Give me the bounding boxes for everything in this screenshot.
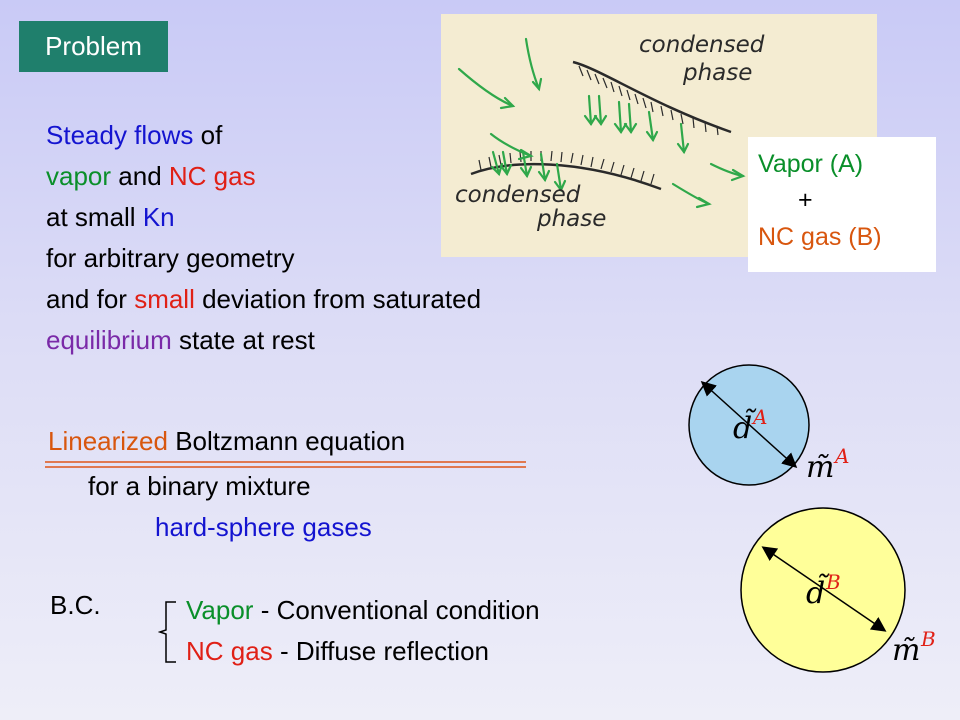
and-text: and <box>118 161 162 191</box>
description-line-2: vapor and NC gas <box>46 156 481 197</box>
bc-label: B.C. <box>50 590 101 620</box>
diameter-a-sup: A <box>751 405 767 429</box>
mass-b-symbol: m̃ <box>892 633 920 668</box>
state-at-rest-text: state at rest <box>178 325 315 355</box>
linearized-text: Linearized <box>48 426 168 456</box>
bc-conventional-text: - Conventional condition <box>260 595 540 625</box>
mass-a-symbol: m̃ <box>806 450 834 485</box>
knudsen-text: Kn <box>142 202 175 232</box>
description-line-1: Steady flows of <box>46 115 481 156</box>
legend-vapor: Vapor (A) <box>758 150 864 178</box>
and-for-text: and for <box>46 284 127 314</box>
equation-description: Linearized Boltzmann equation for a bina… <box>48 421 405 548</box>
at-small-text: at small <box>46 202 136 232</box>
of-text: of <box>200 120 223 150</box>
description-line-5: and for small deviation from saturated <box>46 279 481 320</box>
diameter-b-sup: B <box>825 570 841 594</box>
bc-vapor-text: Vapor <box>186 595 254 625</box>
legend-plus: + <box>798 186 813 215</box>
description-line-3: at small Kn <box>46 197 481 238</box>
bc-vapor-line: Vapor - Conventional condition <box>186 590 540 631</box>
bc-nc-line: NC gas - Diffuse reflection <box>186 631 540 672</box>
mass-b-sup: B <box>920 627 936 651</box>
equation-line-3: hard-sphere gases <box>155 512 372 542</box>
equation-line-2: for a binary mixture <box>88 471 311 501</box>
equation-underline <box>45 461 526 468</box>
nc-gas-text: NC gas <box>168 161 256 191</box>
mixture-legend: Vapor (A) + NC gas (B) <box>748 137 936 272</box>
description-line-4: for arbitrary geometry <box>46 243 295 273</box>
problem-badge: Problem <box>19 21 168 72</box>
top-condensed-phase-surface <box>572 60 732 134</box>
sketch-label-bottom-1: condensed <box>455 182 581 208</box>
bc-nc-gas-text: NC gas <box>186 636 273 666</box>
vapor-text: vapor <box>46 161 112 191</box>
small-text: small <box>134 284 195 314</box>
sketch-label-top-1: condensed <box>639 32 765 58</box>
description-line-6: equilibrium state at rest <box>46 320 481 361</box>
deviation-text: deviation from saturated <box>202 284 482 314</box>
problem-description: Steady flows of vapor and NC gas at smal… <box>46 115 481 361</box>
molecule-a-diameter-arrow <box>700 380 798 469</box>
bc-diffuse-text: - Diffuse reflection <box>279 636 489 666</box>
flow-arrows <box>457 37 746 209</box>
legend-nc-gas: NC gas (B) <box>758 222 882 251</box>
equilibrium-text: equilibrium <box>46 325 172 355</box>
equation-line-1: Linearized Boltzmann equation <box>48 421 405 462</box>
mass-a-sup: A <box>833 444 849 468</box>
bc-brace <box>158 601 176 663</box>
sketch-label-bottom-2: phase <box>536 206 606 232</box>
steady-flows-text: Steady flows <box>46 120 194 150</box>
sketch-label-top-2: phase <box>682 60 752 86</box>
bottom-condensed-phase-surface <box>470 162 662 191</box>
boltzmann-text: Boltzmann equation <box>175 426 406 456</box>
molecule-b-diameter-arrow <box>761 546 887 632</box>
bc-conditions: Vapor - Conventional condition NC gas - … <box>186 590 540 672</box>
